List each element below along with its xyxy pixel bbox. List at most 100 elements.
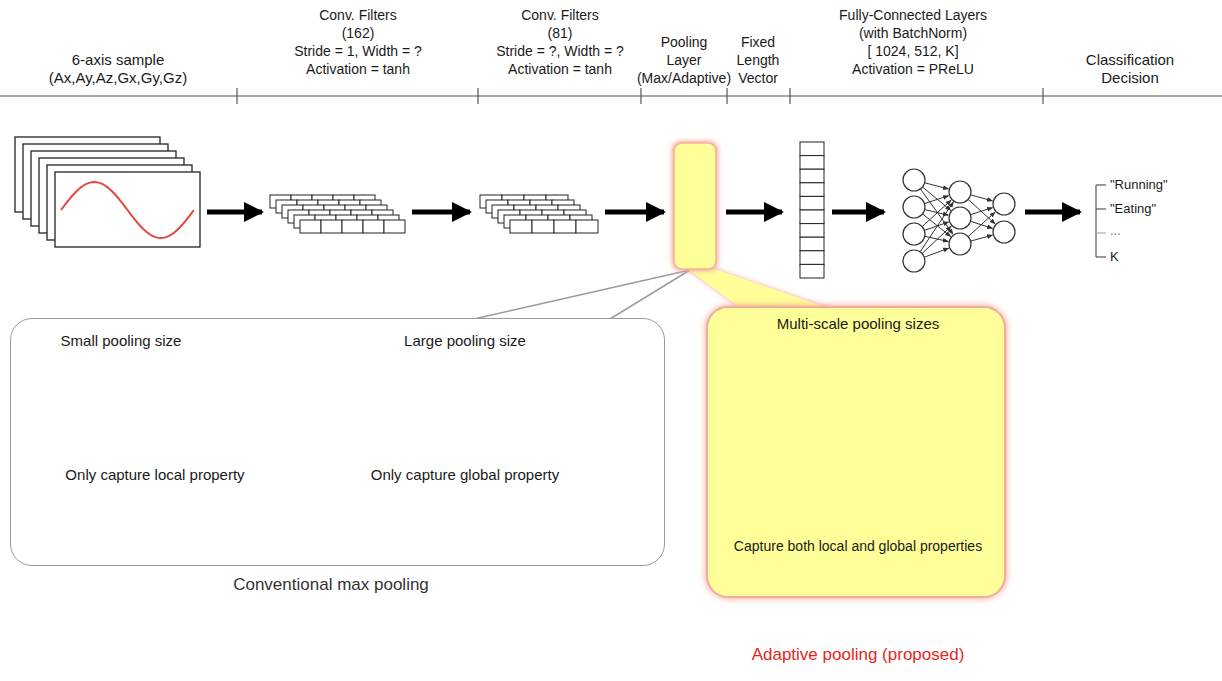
class-label: "Running" [1110, 176, 1168, 194]
fc-network [924, 222, 948, 230]
fixed-length-vector [800, 169, 824, 183]
conv-filters [270, 195, 405, 233]
column-heading: Activation = tanh [306, 60, 410, 78]
panel-caption: Conventional max pooling [233, 575, 429, 595]
conv-filters [480, 195, 598, 233]
column-heading: Vector [738, 69, 778, 87]
fixed-length-vector [800, 196, 824, 210]
conv-filters [363, 220, 384, 233]
conv-filters [554, 220, 576, 233]
column-heading: Length [737, 51, 780, 69]
panel-caption: Adaptive pooling (proposed) [752, 645, 965, 665]
header-rule [789, 88, 790, 104]
column-heading: Activation = PReLU [852, 60, 974, 78]
fc-network [923, 214, 951, 237]
output-bracket [1096, 208, 1106, 209]
conv-filters [321, 220, 342, 233]
fc-network [903, 196, 925, 218]
adaptive-panel: Multi-scale pooling sizesCapture both lo… [706, 306, 1006, 598]
column-heading: Conv. Filters [521, 6, 599, 24]
flow-arrow [832, 210, 884, 215]
flow-arrow [412, 210, 470, 215]
fc-network [903, 250, 925, 272]
column-heading: [ 1024, 512, K] [867, 42, 958, 60]
fc-network [924, 196, 948, 204]
fc-network [970, 208, 992, 215]
fc-network [903, 169, 925, 191]
fc-network [925, 183, 949, 189]
conv-filters [576, 220, 598, 233]
fixed-length-vector [800, 142, 824, 278]
conv-filters [300, 220, 321, 233]
fixed-length-vector [800, 237, 824, 251]
class-label: ... [1110, 222, 1121, 240]
pooling-layer [672, 141, 718, 271]
panel-text: Large pooling size [404, 331, 526, 351]
column-heading: (with BatchNorm) [859, 24, 967, 42]
flow-arrow [1025, 210, 1080, 215]
fixed-length-vector [800, 264, 824, 278]
column-heading: Activation = tanh [508, 60, 612, 78]
panel-text: Only capture global property [371, 465, 559, 485]
flow-arrow [726, 210, 782, 215]
column-heading: (162) [342, 24, 375, 42]
fc-network [993, 221, 1015, 243]
column-heading: Stride = 1, Width = ? [294, 42, 422, 60]
flow-arrow [207, 210, 262, 215]
conventional-panel: Small pooling sizeOnly capture local pro… [10, 318, 665, 566]
callout-wedge [474, 270, 690, 319]
fc-network [922, 226, 951, 253]
sensor-sheets [55, 172, 200, 247]
fc-network [949, 207, 971, 229]
column-heading: (Ax,Ay,Az,Gx,Gy,Gz) [49, 69, 187, 87]
conv-filters [384, 220, 405, 233]
fc-network [922, 187, 950, 210]
panel-text: Capture both local and global properties [734, 536, 982, 556]
output-bracket [1095, 185, 1096, 257]
fc-network [968, 199, 995, 224]
header-rule [477, 88, 478, 104]
fixed-length-vector [800, 224, 824, 238]
column-heading: (Max/Adaptive) [637, 69, 731, 87]
flow-arrow [207, 210, 1080, 215]
header-rule [726, 88, 727, 104]
fc-network [924, 248, 948, 257]
output-bracket [1096, 184, 1106, 185]
conv-filters [342, 220, 363, 233]
column-heading: Decision [1101, 69, 1159, 87]
sensor-sheets [15, 137, 200, 247]
header-rule [0, 88, 1222, 104]
output-bracket [1096, 185, 1106, 257]
conv-filters [510, 220, 532, 233]
fixed-length-vector [800, 183, 824, 197]
fc-network [971, 235, 993, 241]
fc-network [949, 181, 971, 203]
fc-network [968, 212, 995, 237]
column-heading: Fully-Connected Layers [839, 6, 987, 24]
header-rule [236, 88, 237, 104]
class-label: K [1110, 248, 1119, 266]
column-heading: Stride = ?, Width = ? [496, 42, 624, 60]
column-heading: 6-axis sample [72, 51, 165, 69]
fixed-length-vector [800, 156, 824, 170]
pooling-layer [674, 143, 716, 269]
fc-network [903, 169, 1015, 272]
column-heading: Conv. Filters [319, 6, 397, 24]
column-heading: Classification [1086, 51, 1174, 69]
conv-filters [532, 220, 554, 233]
header-rule [0, 95, 1222, 96]
column-heading: (81) [548, 24, 573, 42]
fixed-length-vector [800, 142, 824, 156]
fc-network [971, 195, 993, 201]
fixed-length-vector [800, 251, 824, 265]
header-rule [1042, 88, 1043, 104]
output-bracket [1096, 232, 1106, 233]
flow-arrow [605, 210, 664, 215]
class-label: "Eating" [1110, 200, 1156, 218]
fc-network [993, 193, 1015, 215]
header-rule [640, 88, 641, 104]
fixed-length-vector [800, 210, 824, 224]
column-heading: Fixed [741, 33, 775, 51]
fc-network [903, 223, 925, 245]
